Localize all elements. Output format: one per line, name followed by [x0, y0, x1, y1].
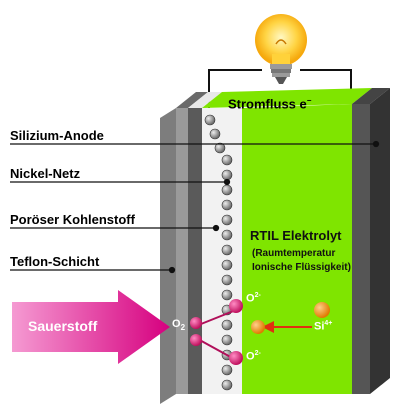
si-text: Si	[314, 320, 325, 333]
o2-sub: 2	[180, 323, 186, 333]
nickel-net	[204, 114, 233, 391]
o2minus-2-sup: 2-	[254, 350, 261, 357]
silicon-ion-right	[314, 302, 330, 318]
o2-text: O	[172, 318, 181, 330]
oxygen-inflow-arrow	[12, 290, 170, 364]
o2minus-2-text: O	[246, 350, 255, 363]
label-nickel-netz: Nickel-Netz	[10, 166, 81, 181]
electrolyte-top-face	[202, 88, 372, 108]
stromfluss-sup: −	[306, 96, 312, 105]
anode-top-face	[176, 92, 208, 108]
label-rtil-line2: Ionische Flüssigkeit)	[252, 262, 351, 273]
label-o2minus-2: O2-	[246, 350, 261, 363]
label-rtil-title: RTIL Elektrolyt	[250, 228, 342, 243]
silicon-arrow-head	[262, 321, 274, 333]
right-housing	[352, 104, 370, 394]
label-si: Si4+	[314, 320, 332, 333]
carbon-top-face	[188, 92, 222, 108]
silicon-anode	[188, 108, 202, 394]
o2minus-ball-1	[229, 299, 243, 313]
label-stromfluss: Stromfluss e−	[228, 96, 311, 111]
teflon-right-top	[352, 88, 390, 104]
label-rtil-line1: (Raumtemperatur	[252, 248, 336, 259]
teflon-block	[160, 108, 176, 404]
lightbulb-icon	[255, 14, 307, 84]
label-teflon-schicht: Teflon-Schicht	[10, 254, 100, 269]
label-sauerstoff: Sauerstoff	[28, 318, 98, 334]
label-o2minus-1: O2-	[246, 292, 261, 305]
right-housing-side	[370, 88, 390, 394]
o2-ball-bottom	[190, 334, 202, 346]
o2-ball-top	[190, 317, 202, 329]
o2minus-1-text: O	[246, 292, 255, 305]
label-poroeser-kohlenstoff: Poröser Kohlenstoff	[10, 212, 135, 227]
label-silizium-anode: Silizium-Anode	[10, 128, 104, 143]
o2minus-1-sup: 2-	[254, 292, 261, 299]
label-o2: O2	[172, 318, 185, 332]
silicon-ion-left	[251, 320, 265, 334]
o2minus-ball-2	[229, 351, 243, 365]
electrolyte-body	[242, 104, 352, 394]
si-sup: 4+	[324, 320, 333, 327]
teflon-layer	[176, 108, 188, 394]
stromfluss-text: Stromfluss e	[228, 96, 307, 112]
leader-lines	[10, 140, 380, 274]
